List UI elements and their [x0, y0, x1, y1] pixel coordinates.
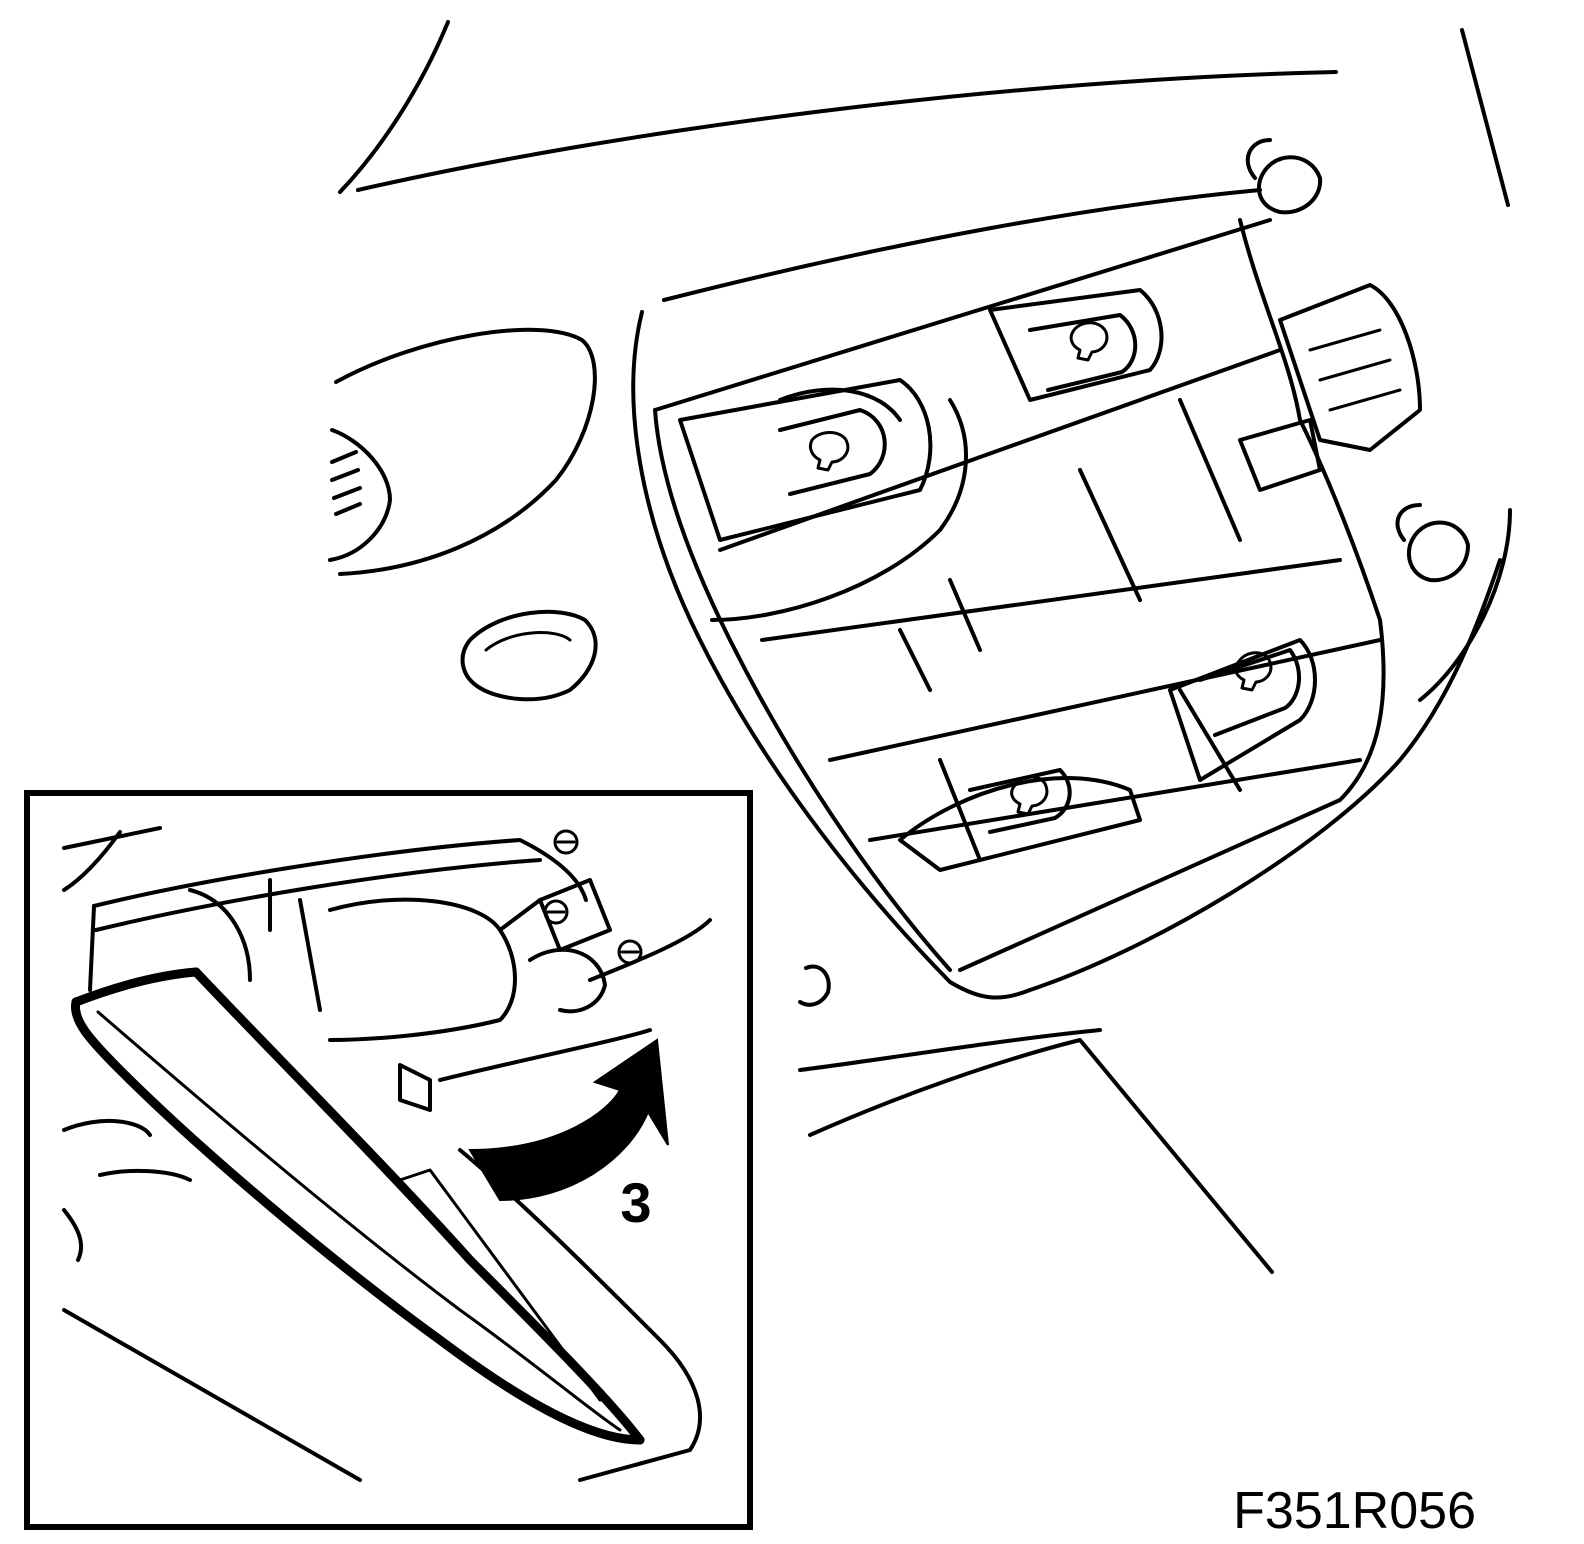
- lamp-module-upper-left: [678, 378, 968, 622]
- clip-icon: [1395, 503, 1470, 583]
- grab-handle-recess: [460, 609, 598, 702]
- side-connector: [1238, 283, 1422, 492]
- lamp-module-lower-right: [1168, 638, 1317, 782]
- lamp-module-lower-left: [898, 768, 1142, 872]
- bulb-icon: [1069, 321, 1109, 362]
- clip-icon: [617, 939, 643, 965]
- clip-icon: [543, 899, 569, 925]
- cover-panel: [70, 967, 645, 1445]
- console-housing: [631, 218, 1502, 1000]
- headliner-outline: [338, 20, 1512, 1274]
- clip-icon: [1245, 138, 1323, 215]
- bulb-icon: [808, 431, 850, 472]
- sun-visor-mount: [328, 327, 597, 576]
- figure-code: F351R056: [1233, 1482, 1476, 1540]
- curved-arrow-icon: [468, 1038, 669, 1202]
- inset-frame: [24, 790, 753, 1530]
- bulb-icon: [1010, 775, 1049, 816]
- lamp-module-upper-right: [988, 288, 1164, 402]
- clip-icon: [553, 829, 579, 855]
- step-label: 3: [620, 1171, 651, 1234]
- small-hook: [798, 964, 831, 1007]
- bulb-icon: [1234, 651, 1273, 692]
